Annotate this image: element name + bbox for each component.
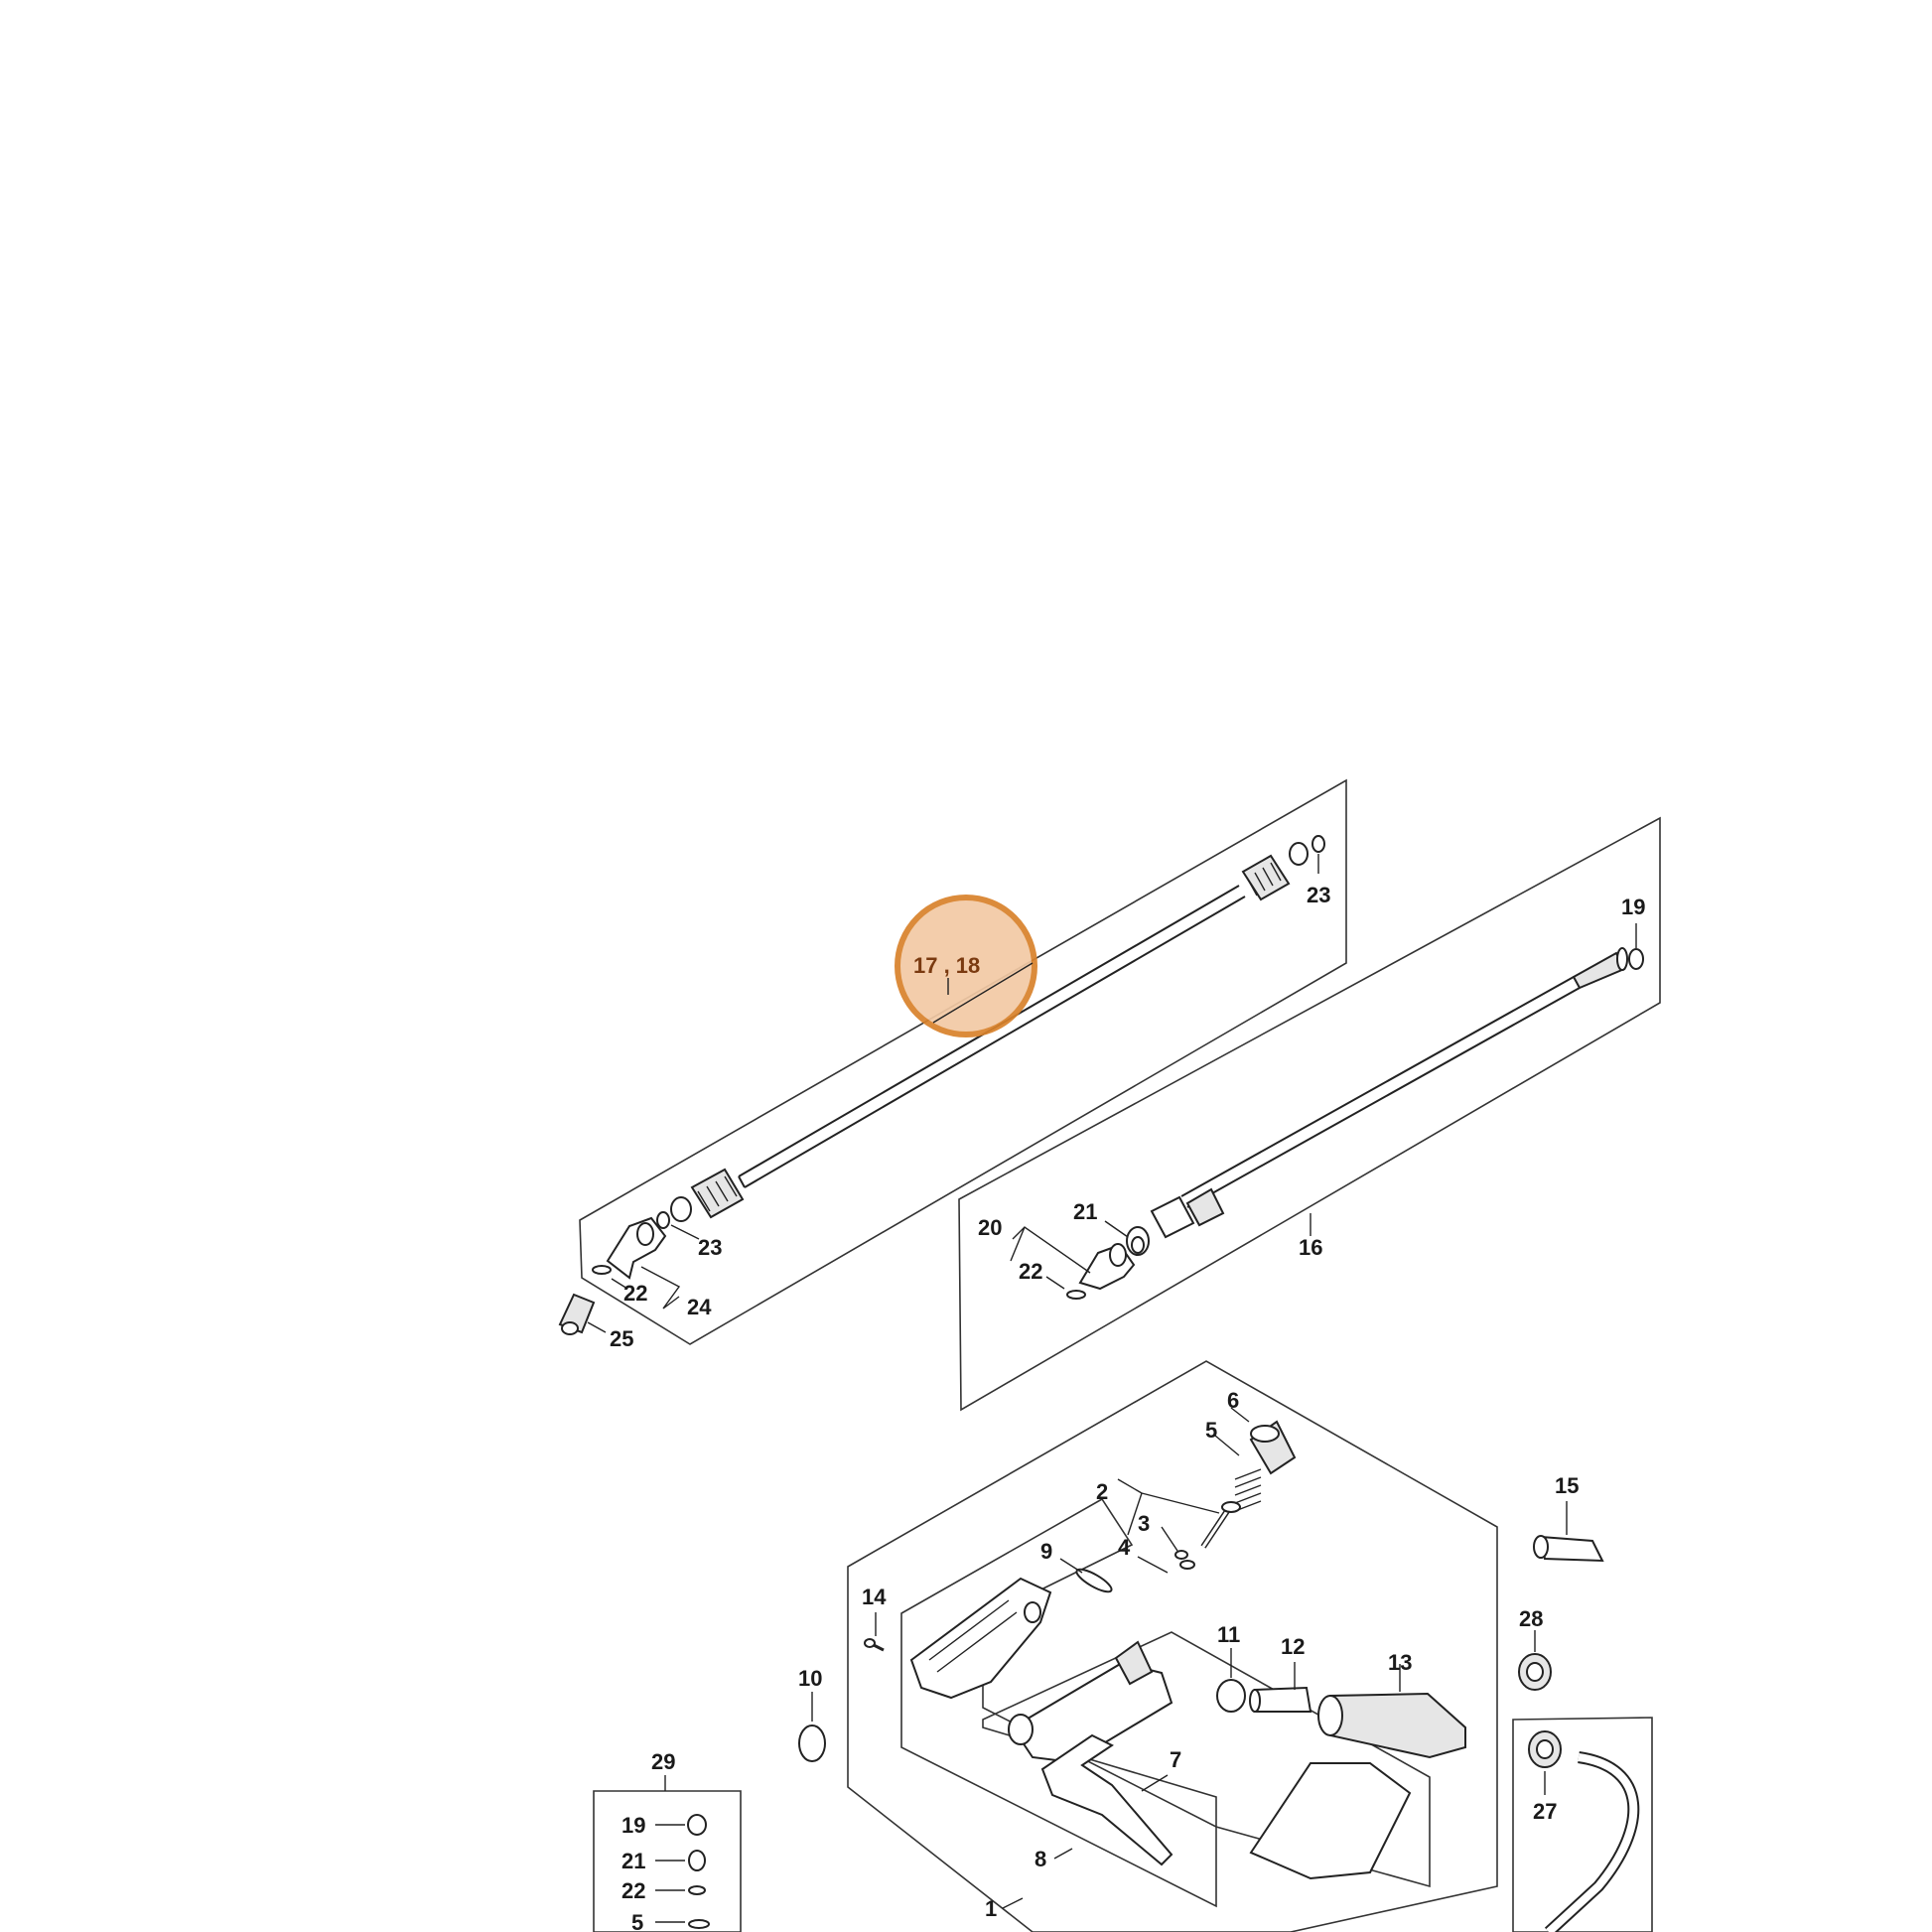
lance-16-coupling (1126, 1187, 1225, 1256)
callout-22-left: 22 (623, 1281, 647, 1306)
valve-pin-2 (1200, 1501, 1241, 1549)
lance-assembly-frame (579, 778, 1347, 1345)
o-ring-10 (798, 1725, 826, 1762)
callout-2: 2 (1096, 1479, 1108, 1504)
callout-21-lance: 21 (1073, 1199, 1097, 1224)
lance-tube-16 (1180, 976, 1581, 1208)
seal-kit-spring-5 (688, 1919, 710, 1929)
callout-29: 29 (651, 1749, 675, 1774)
callout-21-kit: 21 (621, 1849, 645, 1873)
callout-19-kit: 19 (621, 1813, 645, 1838)
spray-gun-frame (847, 1360, 1498, 1932)
highlight-marker (895, 895, 1037, 1037)
washer-21-right (1131, 1236, 1145, 1254)
o-ring-22-left (592, 1265, 612, 1275)
callout-8: 8 (1035, 1847, 1046, 1871)
lance-lower-nut (690, 1168, 745, 1219)
swivel-13 (1317, 1692, 1466, 1759)
callout-19-lance: 19 (1621, 895, 1645, 919)
callout-20: 20 (978, 1215, 1002, 1240)
callout-28: 28 (1519, 1606, 1543, 1631)
callout-5-kit: 5 (631, 1910, 643, 1932)
callout-22-kit: 22 (621, 1878, 645, 1903)
connector-12 (1249, 1686, 1312, 1713)
nozzle-tip-25 (558, 1293, 596, 1335)
valve-o-ring-4 (1179, 1560, 1195, 1570)
callout-4: 4 (1118, 1535, 1131, 1560)
callout-6: 6 (1227, 1388, 1239, 1413)
trigger-7 (1040, 1733, 1173, 1866)
lance-upper-nut (1241, 854, 1291, 901)
seal-kit-o-ring-22 (688, 1885, 706, 1895)
upper-sleeve (1289, 842, 1309, 866)
handle-subframe (900, 1497, 1217, 1908)
handle-shell-9 (909, 1577, 1052, 1700)
grip-cover (1249, 1762, 1412, 1880)
o-ring-22-right (1066, 1290, 1086, 1300)
callout-16: 16 (1299, 1235, 1322, 1260)
upper-washer-23 (1311, 835, 1325, 853)
callout-27: 27 (1533, 1799, 1557, 1824)
callout-23-lower: 23 (698, 1235, 722, 1260)
callout-1: 1 (985, 1896, 997, 1921)
cap-28 (1518, 1653, 1552, 1691)
callout-22-right: 22 (1019, 1259, 1042, 1284)
callout-12: 12 (1281, 1634, 1305, 1659)
callout-13: 13 (1388, 1650, 1412, 1675)
callout-10: 10 (798, 1666, 822, 1691)
screw-14 (864, 1638, 885, 1652)
o-ring-19-right (1628, 948, 1644, 970)
seal-kit-o-ring-19 (687, 1814, 707, 1836)
lance-16-frame (958, 816, 1661, 1412)
callout-23-upper: 23 (1307, 883, 1330, 907)
callout-3: 3 (1138, 1511, 1150, 1536)
hose-frame (1512, 1717, 1653, 1932)
callout-7: 7 (1170, 1747, 1181, 1772)
valve-cap-6 (1249, 1420, 1297, 1475)
adapter-15 (1533, 1535, 1604, 1563)
valve-body (1008, 1640, 1173, 1764)
callout-24: 24 (687, 1295, 712, 1319)
valve-o-ring-3 (1174, 1550, 1188, 1560)
callout-9: 9 (1040, 1539, 1052, 1564)
seal-kit-washer-21 (688, 1850, 706, 1871)
lance-16-tip (1572, 947, 1628, 990)
callout-5: 5 (1205, 1418, 1217, 1443)
o-ring-11 (1216, 1679, 1246, 1713)
callout-17-18: 17 , 18 (913, 953, 980, 978)
callout-11: 11 (1217, 1622, 1240, 1647)
seal-kit-frame (593, 1790, 742, 1932)
valve-spring-5 (1234, 1468, 1262, 1512)
handle-oval-9 (1075, 1568, 1113, 1593)
lower-sleeve (670, 1196, 692, 1222)
callout-15: 15 (1555, 1473, 1579, 1498)
lower-washer-23 (656, 1211, 670, 1229)
hose-coupling-27 (1528, 1730, 1562, 1768)
callout-14: 14 (862, 1585, 887, 1609)
nozzle-body-24 (606, 1216, 667, 1280)
nozzle-body-20 (1078, 1243, 1136, 1291)
callout-25: 25 (610, 1326, 633, 1351)
